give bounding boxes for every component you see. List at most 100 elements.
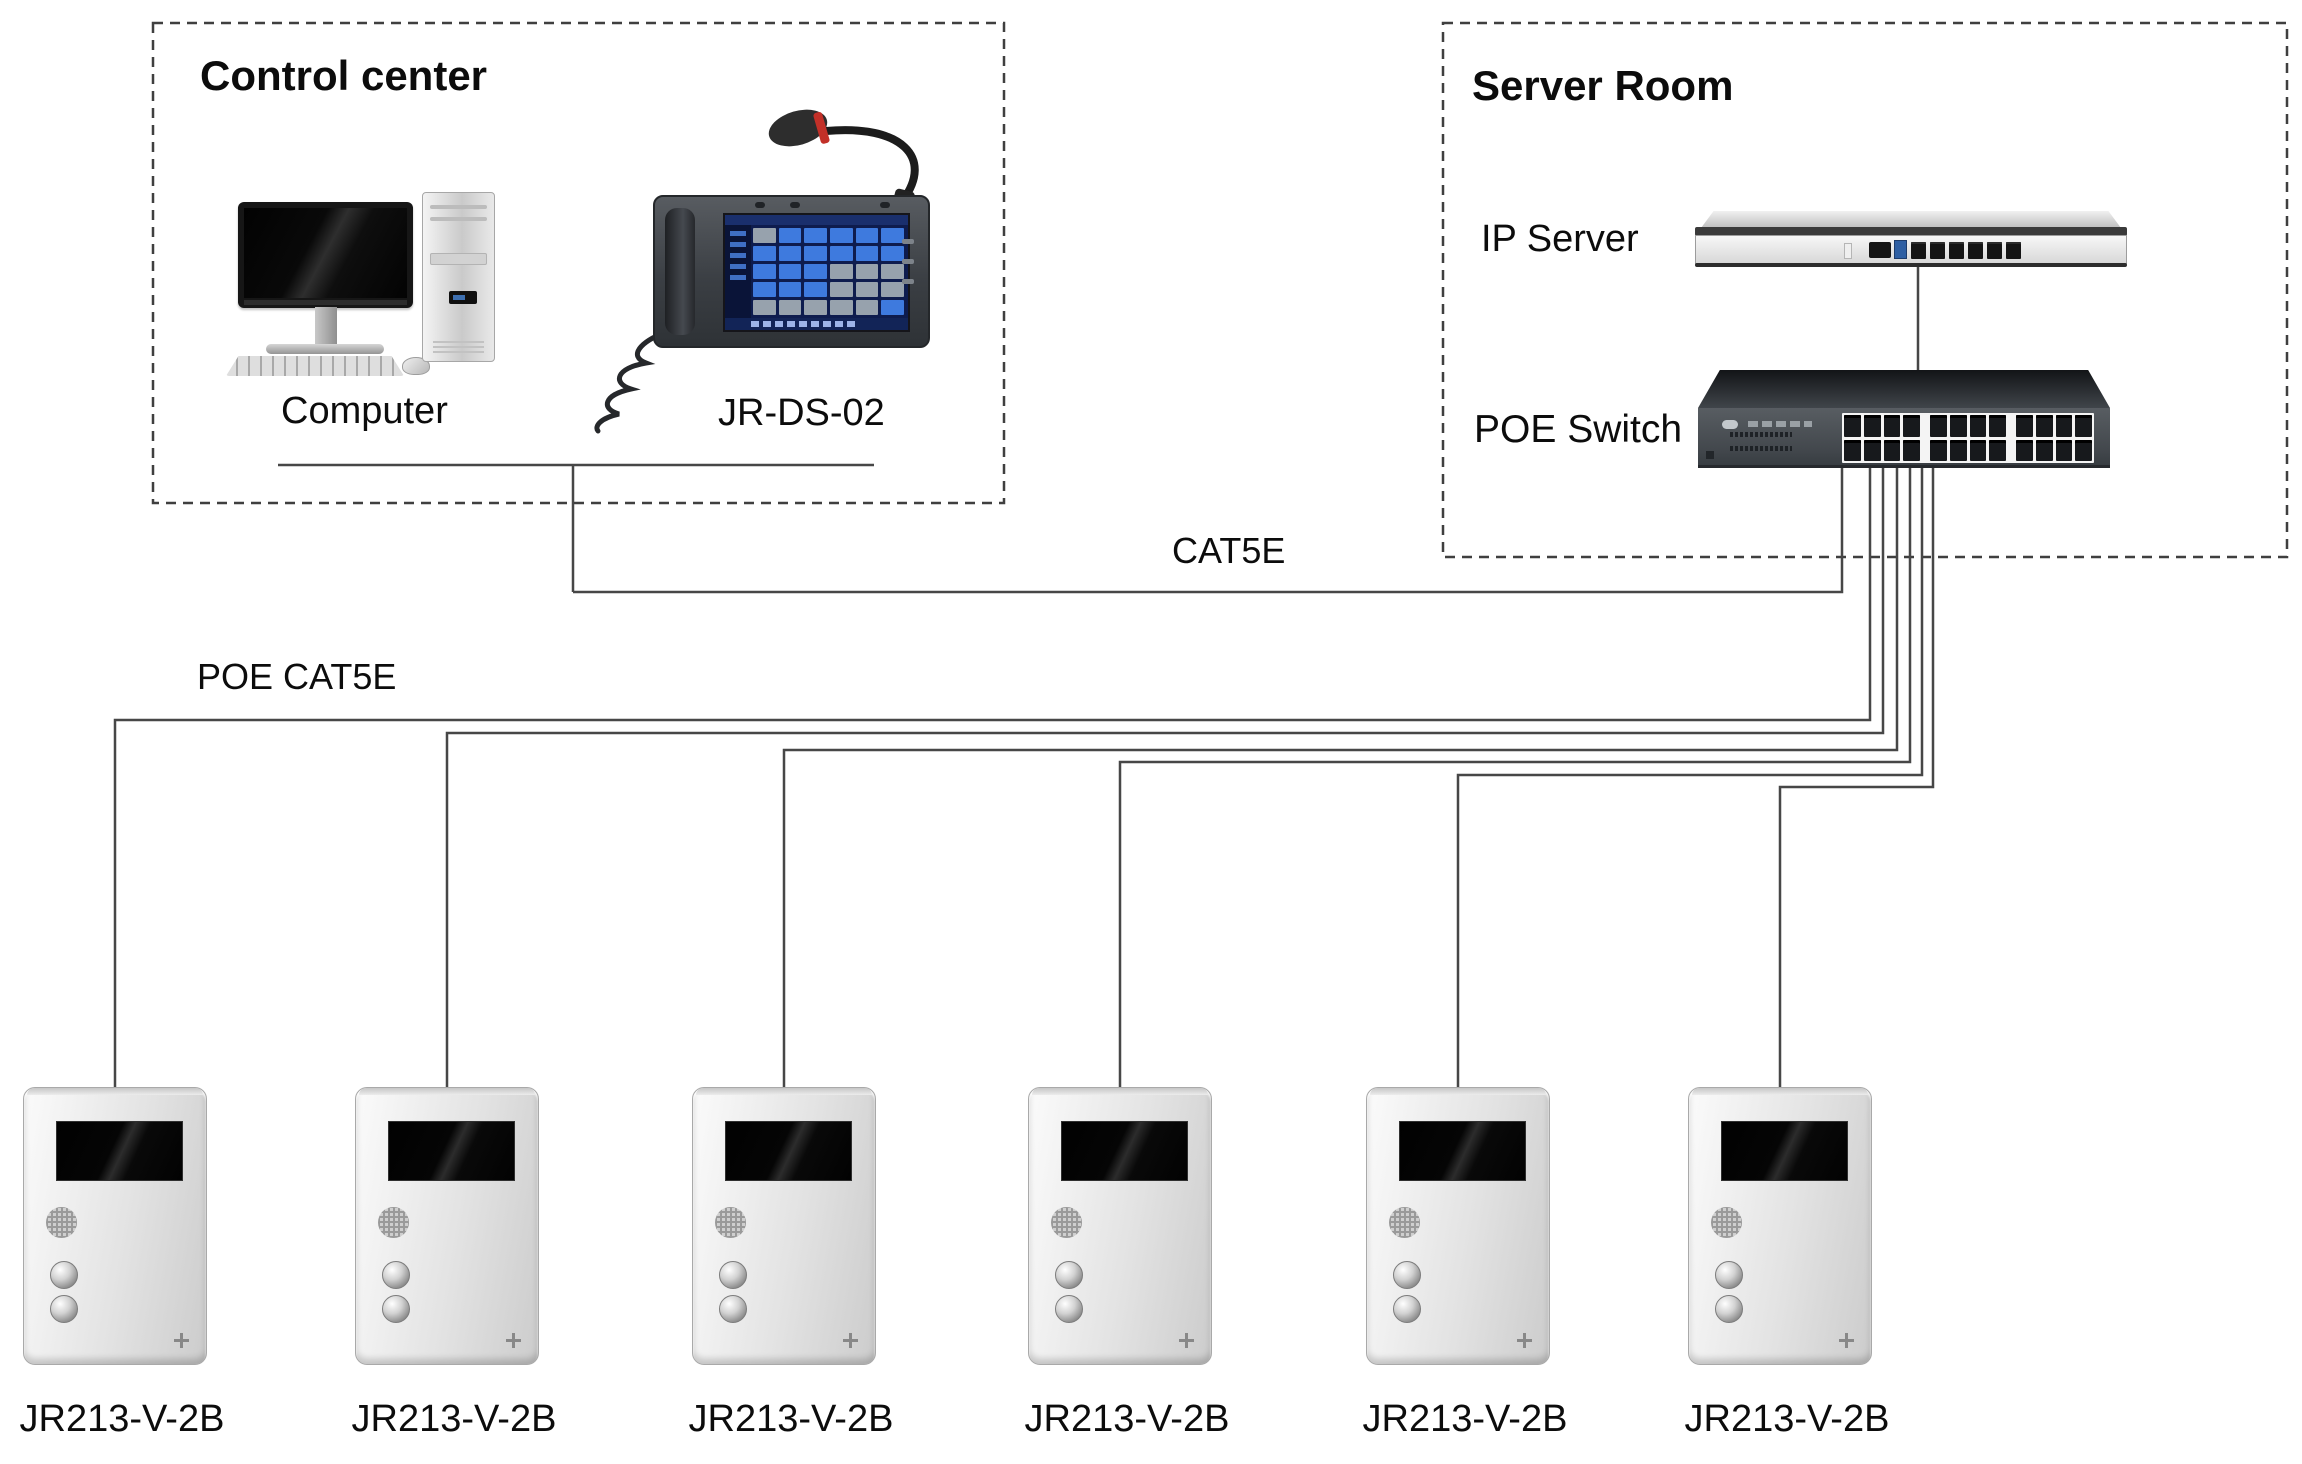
zone-tile <box>778 246 802 261</box>
call-button <box>1055 1295 1083 1323</box>
console-handset <box>665 208 695 335</box>
cat5e-backbone-line <box>573 466 1844 594</box>
ip-server <box>1695 235 2127 264</box>
intercom-label: JR213-V-2B <box>19 1398 225 1440</box>
rj45-port <box>1968 242 1983 259</box>
rj45-port <box>1949 415 1967 437</box>
zone-tile <box>778 300 802 315</box>
ip-server-rim <box>1695 227 2127 236</box>
speaker-grille-icon <box>1389 1207 1420 1238</box>
drive-bay <box>430 217 487 221</box>
intercom-panel <box>692 1087 876 1365</box>
speaker-grille-icon <box>715 1207 746 1238</box>
console-screen-header <box>725 215 908 225</box>
screw-icon <box>174 1333 189 1348</box>
switch-port-column <box>1949 415 1967 461</box>
intercom-panel <box>1366 1087 1550 1365</box>
switch-led-row <box>1730 432 1792 437</box>
switch-brand-logo <box>1722 420 1738 429</box>
rj45-port <box>1844 439 1861 461</box>
console-screen-zone-grid <box>753 228 904 315</box>
zone-tile <box>855 246 879 261</box>
rj45-port <box>1911 242 1926 259</box>
tower-display <box>449 291 477 304</box>
paging-console <box>653 195 930 348</box>
rj45-port <box>2055 439 2073 461</box>
zone-tile <box>829 282 853 297</box>
toolbar-dot <box>763 321 771 327</box>
switch-port-column <box>1844 415 1861 461</box>
zone-tile <box>778 264 802 279</box>
console-speaker-dot <box>790 202 800 208</box>
screw-icon <box>843 1333 858 1348</box>
toolbar-dot <box>811 321 819 327</box>
zone-tile <box>778 282 802 297</box>
zone-tile <box>829 228 853 243</box>
server-console-port <box>1869 242 1891 258</box>
monitor-stand <box>315 307 337 347</box>
tower-vent <box>433 339 484 353</box>
call-button <box>1715 1295 1743 1323</box>
call-button <box>1393 1261 1421 1289</box>
speaker-grille-icon <box>378 1207 409 1238</box>
sidebar-item <box>730 242 746 247</box>
zone-tile <box>753 282 776 297</box>
intercom-feed-line-1 <box>113 466 1872 1090</box>
switch-reset-button <box>1706 451 1714 459</box>
switch-port-column <box>2075 415 2092 461</box>
server-usb-port <box>1894 240 1907 259</box>
control-center-box <box>151 21 1006 505</box>
call-button <box>382 1295 410 1323</box>
zone-tile <box>778 228 802 243</box>
zone-tile <box>881 300 904 315</box>
toolbar-dot <box>847 321 855 327</box>
intercom-label: JR213-V-2B <box>688 1398 894 1440</box>
rj45-port <box>1969 439 1987 461</box>
rj45-port <box>1949 242 1964 259</box>
zone-tile <box>804 264 827 279</box>
switch-port-column <box>1883 415 1901 461</box>
sidebar-item <box>730 253 746 258</box>
zone-tile <box>855 228 879 243</box>
rj45-port <box>1989 415 2006 437</box>
screw-icon <box>506 1333 521 1348</box>
intercom-panel <box>23 1087 207 1365</box>
intercom-screen <box>1061 1121 1188 1181</box>
drive-bay <box>430 253 487 265</box>
zone-tile <box>753 264 776 279</box>
server-led-slot <box>1844 243 1852 259</box>
rj45-port <box>1903 439 1920 461</box>
rj45-port <box>1863 439 1881 461</box>
poe-cat5e-link-label: POE CAT5E <box>197 656 397 697</box>
switch-port-column <box>2016 415 2033 461</box>
call-button <box>1393 1295 1421 1323</box>
switch-port-column <box>1989 415 2006 461</box>
switch-port-column <box>1969 415 1987 461</box>
console-speaker-dot <box>880 202 890 208</box>
poe-switch-label: POE Switch <box>1474 408 1683 451</box>
screw-icon <box>1839 1333 1854 1348</box>
rj45-port <box>1989 439 2006 461</box>
ip-server-top <box>1701 211 2121 228</box>
ip-server-base <box>1695 263 2127 267</box>
switch-port-column <box>1863 415 1881 461</box>
zone-tile <box>829 300 853 315</box>
call-button <box>1055 1261 1083 1289</box>
rj45-port <box>1969 415 1987 437</box>
intercom-label: JR213-V-2B <box>1684 1398 1890 1440</box>
console-screen-toolbar <box>725 318 908 330</box>
microphone-red-ring <box>813 111 830 144</box>
sidebar-item <box>730 231 746 236</box>
switch-ports <box>1842 413 2094 463</box>
speaker-grille-icon <box>46 1207 77 1238</box>
control-center-title: Control center <box>200 52 488 99</box>
intercom-screen <box>56 1121 183 1181</box>
console-screen-sidebar <box>725 225 751 318</box>
poe-switch-top <box>1698 370 2110 408</box>
toolbar-dot <box>787 321 795 327</box>
intercom-screen <box>1399 1121 1526 1181</box>
call-button <box>719 1261 747 1289</box>
monitor-base <box>266 344 384 354</box>
ip-server-label: IP Server <box>1481 218 1639 260</box>
